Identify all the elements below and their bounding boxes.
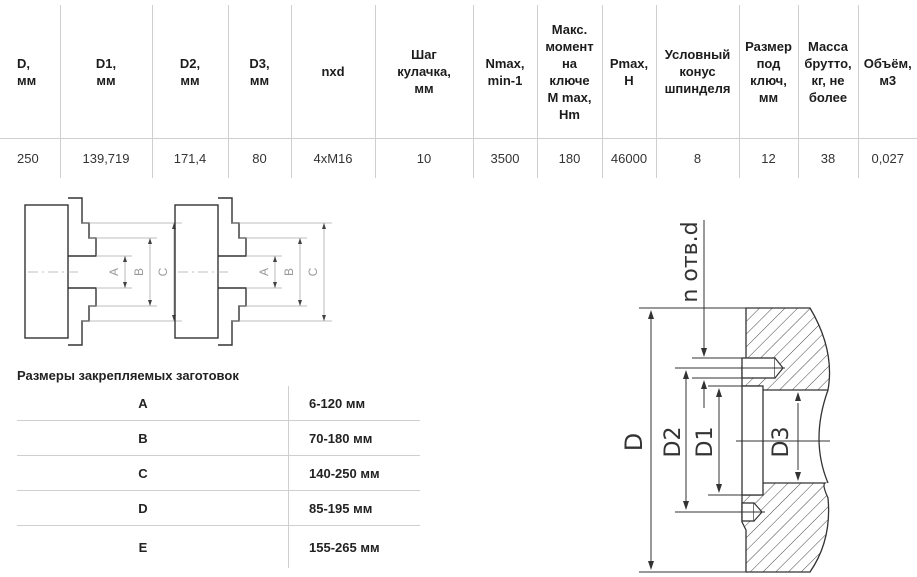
workpiece-sizes-title: Размеры закрепляемых заготовок	[17, 368, 239, 383]
spec-cell: 8	[655, 138, 739, 178]
spec-cell: 180	[536, 138, 602, 178]
spec-cell: 46000	[601, 138, 656, 178]
spec-cell: 10	[374, 138, 473, 178]
column-header: Масса брутто, кг, не более	[797, 5, 858, 139]
column-header: Шаг кулачка, мм	[374, 5, 473, 139]
spec-cell: 4xM16	[290, 138, 375, 178]
dim-label-c: C	[306, 267, 320, 276]
size-key: D	[17, 490, 289, 526]
size-value: 6-120 мм	[288, 386, 420, 421]
section-drawing: n отв.d D D2 D1 D3	[620, 220, 831, 573]
chuck-drawing-1: A B C	[24, 197, 182, 346]
spec-cell: 80	[227, 138, 291, 178]
dim-label-a: A	[107, 268, 121, 276]
size-value: 155-265 мм	[288, 525, 420, 568]
chuck-drawing-2: A B C	[174, 197, 332, 346]
size-key: E	[17, 525, 289, 568]
size-value: 85-195 мм	[288, 490, 420, 526]
label-d3: D3	[769, 427, 794, 458]
dim-label-a: A	[257, 268, 271, 276]
column-header: nxd	[290, 5, 375, 139]
dim-label-b: B	[132, 268, 146, 276]
column-header: D, мм	[0, 5, 60, 139]
table-row: A 6-120 мм	[17, 386, 420, 421]
column-header: D1, мм	[59, 5, 152, 139]
spec-cell: 139,719	[59, 138, 152, 178]
column-header: Условный конус шпинделя	[655, 5, 739, 139]
column-header: D2, мм	[151, 5, 228, 139]
spec-cell: 171,4	[151, 138, 228, 178]
column-header: Pmax, H	[601, 5, 656, 139]
column-header: Nmax, min-1	[472, 5, 537, 139]
size-value: 140-250 мм	[288, 455, 420, 491]
spec-cell: 12	[738, 138, 798, 178]
dim-label-b: B	[282, 268, 296, 276]
spec-cell: 250	[17, 151, 39, 166]
column-header: Размер под ключ, мм	[738, 5, 798, 139]
size-key: B	[17, 420, 289, 456]
spec-cell: 38	[797, 138, 858, 178]
holes-label: n отв.d	[678, 221, 703, 302]
column-header: D3, мм	[227, 5, 291, 139]
label-d1: D1	[693, 427, 718, 458]
size-key: C	[17, 455, 289, 491]
column-header: Макс. момент на ключе M max, Hm	[536, 5, 602, 139]
label-d2: D2	[661, 427, 686, 458]
spec-cell: 0,027	[857, 138, 917, 178]
column-header: Объём, м3	[857, 5, 917, 139]
size-key: A	[138, 395, 148, 411]
dim-label-c: C	[156, 267, 170, 276]
size-value: 70-180 мм	[288, 420, 420, 456]
label-d: D	[620, 433, 648, 451]
spec-cell: 3500	[472, 138, 537, 178]
